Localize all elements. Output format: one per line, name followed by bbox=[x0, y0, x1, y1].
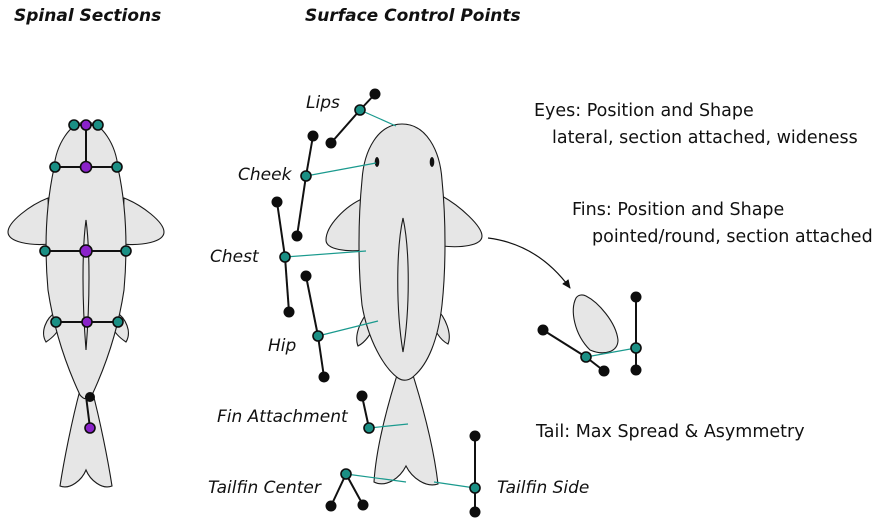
spinal-sections-title: Spinal Sections bbox=[14, 6, 161, 26]
fin-attachment-label: Fin Attachment bbox=[217, 407, 349, 427]
fins-detail: pointed/round, section attached bbox=[592, 227, 873, 247]
tailfin-center-leader bbox=[345, 473, 407, 483]
fin-detail-shape-point bbox=[630, 342, 642, 354]
spinal-tail-joint-point bbox=[85, 392, 95, 402]
spinal-tail-end-point bbox=[84, 422, 96, 434]
tailfin-side-leader bbox=[433, 481, 476, 489]
spinal-chest-right-point bbox=[120, 245, 132, 257]
fin-detail-shape bbox=[572, 294, 619, 354]
hip-control-point bbox=[312, 330, 324, 342]
spinal-hip-center-point bbox=[81, 316, 93, 328]
chest-label: Chest bbox=[210, 247, 260, 267]
fin-attachment-leader bbox=[368, 423, 409, 429]
hip-label: Hip bbox=[268, 336, 297, 356]
surface-left-eye bbox=[374, 157, 380, 167]
surface-tail-fin bbox=[373, 371, 439, 486]
tailfin-side-control-point bbox=[469, 482, 481, 494]
fin-detail-arrow bbox=[487, 237, 571, 289]
right-pectoral-fin bbox=[121, 197, 165, 246]
eyes-title: Eyes: Position and Shape bbox=[534, 101, 754, 121]
spinal-neck-left-point bbox=[49, 161, 61, 173]
spinal-head-left-point bbox=[68, 119, 80, 131]
spinal-fish bbox=[7, 119, 165, 488]
spinal-hip-left-point bbox=[50, 316, 62, 328]
cheek-leader bbox=[305, 162, 377, 177]
spinal-tail-fin bbox=[59, 389, 113, 488]
eyes-detail: lateral, section attached, wideness bbox=[552, 128, 858, 148]
cheek-label: Cheek bbox=[238, 165, 293, 185]
lips-leader bbox=[359, 109, 397, 127]
spinal-head-center-point bbox=[80, 119, 92, 131]
tailfin-center-label: Tailfin Center bbox=[208, 478, 322, 498]
spinal-neck-right-point bbox=[111, 161, 123, 173]
chest-leader bbox=[284, 250, 367, 258]
fin-detail-attach-point bbox=[580, 351, 592, 363]
cheek-control-point bbox=[300, 170, 312, 182]
chest-control-point bbox=[279, 251, 291, 263]
fins-title: Fins: Position and Shape bbox=[572, 200, 784, 220]
surface-right-eye bbox=[429, 157, 435, 167]
lips-label: Lips bbox=[306, 93, 340, 113]
tailfin-side-label: Tailfin Side bbox=[497, 478, 589, 498]
tail-description: Tail: Max Spread & Asymmetry bbox=[535, 422, 805, 442]
fin-detail bbox=[537, 291, 642, 377]
spinal-hip-right-point bbox=[112, 316, 124, 328]
spinal-chest-left-point bbox=[39, 245, 51, 257]
tailfin-center-control-point bbox=[340, 468, 352, 480]
surface-right-pectoral-fin bbox=[441, 195, 483, 248]
left-pectoral-fin bbox=[7, 197, 51, 246]
surface-control-points-title: Surface Control Points bbox=[305, 6, 521, 26]
surface-left-pectoral-fin bbox=[325, 197, 365, 252]
surface-dorsal-fin bbox=[397, 217, 409, 353]
spinal-head-right-point bbox=[92, 119, 104, 131]
hip-leader bbox=[317, 320, 379, 337]
fin-attachment-control-point bbox=[363, 422, 375, 434]
spinal-chest-center-point bbox=[79, 244, 93, 258]
surface-fish bbox=[271, 88, 483, 518]
spinal-neck-center-point bbox=[79, 160, 93, 174]
lips-control-point bbox=[354, 104, 366, 116]
